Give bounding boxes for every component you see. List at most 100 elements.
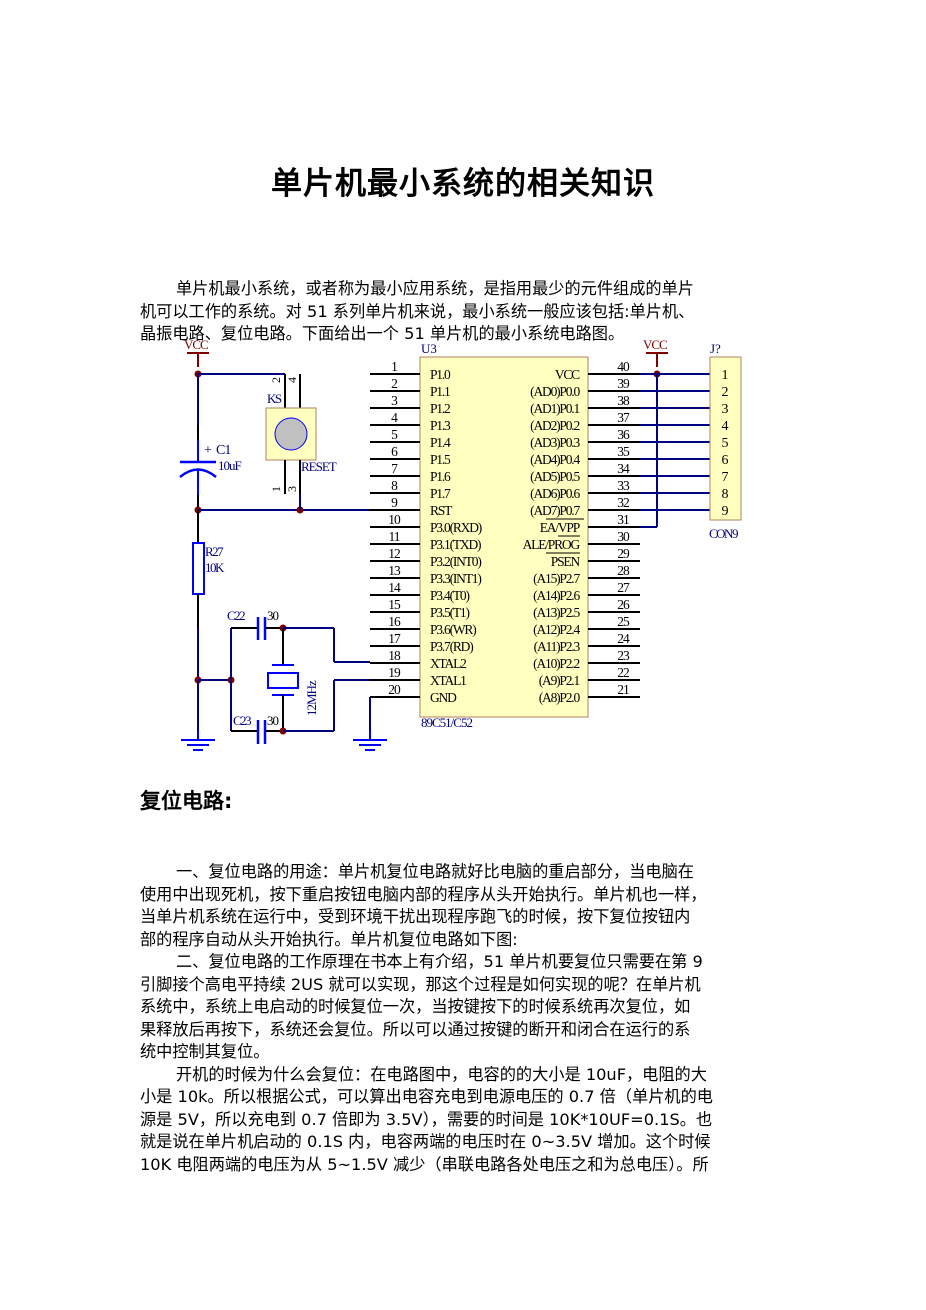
chip-part: 89C51/C52 bbox=[421, 715, 472, 730]
c1-polarity: + bbox=[204, 443, 212, 458]
pin-number: 3 bbox=[285, 486, 299, 492]
pin-number: 35 bbox=[617, 444, 630, 459]
pin-name: P1.2 bbox=[430, 401, 450, 416]
pin-name: (A11)P2.3 bbox=[534, 639, 581, 654]
pin-name: (AD2)P0.2 bbox=[530, 418, 579, 433]
pin-name: PSEN bbox=[551, 554, 581, 569]
pin-number: 4 bbox=[285, 377, 299, 383]
pin-number: 29 bbox=[617, 546, 630, 561]
pin-number: 7 bbox=[391, 461, 398, 476]
pin-number: 13 bbox=[388, 563, 401, 578]
pin-number: 8 bbox=[391, 478, 398, 493]
text-line: 源是 5V，所以充电到 0.7 倍即为 3.5V），需要的时间是 10K*10U… bbox=[140, 1109, 713, 1129]
text-line: 小是 10k。所以根据公式，可以算出电容充电到电源电压的 0.7 倍（单片机的电 bbox=[140, 1087, 713, 1106]
pin-name: P3.4(T0) bbox=[430, 588, 469, 603]
pin-name: VCC bbox=[555, 367, 580, 382]
text-line: 使用中出现死机，按下重启按钮电脑内部的程序从头开始执行。单片机也一样， bbox=[140, 884, 707, 904]
connector-pin-number: 5 bbox=[722, 436, 729, 451]
text-line: 部的程序自动从头开始执行。单片机复位电路如下图: bbox=[140, 929, 518, 949]
pin-name: P1.0 bbox=[430, 367, 451, 382]
pin-name: (A13)P2.5 bbox=[533, 605, 580, 620]
text-line: 二、复位电路的工作原理在书本上有介绍，51 单片机要复位只需要在第 9 bbox=[176, 952, 703, 971]
pin-number: 34 bbox=[617, 461, 630, 476]
pin-name: XTAL1 bbox=[430, 673, 466, 688]
pin-name: P3.2(INT0) bbox=[430, 554, 481, 569]
pin-number: 5 bbox=[391, 427, 398, 442]
pin-name: P1.7 bbox=[430, 486, 451, 501]
connector-pin-number: 8 bbox=[722, 487, 729, 502]
crystal-12mhz bbox=[267, 672, 299, 689]
pin-name: P1.6 bbox=[430, 469, 451, 484]
pin-name: P1.3 bbox=[430, 418, 451, 433]
pin-number: 36 bbox=[617, 427, 630, 442]
c22-ref: C22 bbox=[227, 608, 245, 623]
pin-number: 30 bbox=[617, 529, 630, 544]
text-line: 10K 电阻两端的电压为从 5~1.5V 减少（串联电路各处电压之和为总电压）。… bbox=[140, 1154, 709, 1174]
pin-number: 11 bbox=[389, 529, 400, 544]
connector-pin-number: 6 bbox=[722, 453, 729, 468]
pin-number: 9 bbox=[391, 495, 398, 510]
pin-name: GND bbox=[430, 690, 457, 705]
pin-name: EA/VPP bbox=[540, 520, 580, 535]
connector-pin-number: 4 bbox=[722, 419, 729, 434]
pin-number: 16 bbox=[388, 614, 401, 629]
pin-number: 40 bbox=[617, 359, 630, 374]
pin-number: 38 bbox=[617, 393, 630, 408]
connector-pin-number: 9 bbox=[722, 504, 729, 519]
pin-name: (A14)P2.6 bbox=[533, 588, 580, 603]
pin-number: 21 bbox=[617, 682, 629, 697]
reset-net-label: RESET bbox=[301, 459, 337, 474]
pin-number: 37 bbox=[617, 410, 630, 425]
pin-name: P3.6(WR) bbox=[430, 622, 476, 637]
pin-name: RST bbox=[430, 503, 453, 518]
connector-part: CON9 bbox=[709, 526, 738, 541]
pin-name: (A8)P2.0 bbox=[539, 690, 581, 705]
pin-number: 32 bbox=[617, 495, 629, 510]
pin-name: (AD3)P0.3 bbox=[530, 435, 580, 450]
pin-number: 24 bbox=[617, 631, 630, 646]
pin-name: P3.1(TXD) bbox=[430, 537, 481, 552]
c22-value: 30 bbox=[267, 608, 279, 623]
resistor-r27 bbox=[192, 542, 205, 595]
pin-number: 19 bbox=[388, 665, 401, 680]
r27-value: 10K bbox=[205, 560, 225, 575]
pin-name: (AD7)P0.7 bbox=[530, 503, 580, 518]
capacitor-c1 bbox=[179, 468, 217, 478]
pin-name: (A15)P2.7 bbox=[533, 571, 580, 586]
intro-paragraph: 单片机最小系统，或者称为最小应用系统，是指用最少的元件组成的单片机可以工作的系统… bbox=[140, 278, 780, 346]
vcc-label: VCC bbox=[184, 337, 208, 352]
pin-number: 27 bbox=[617, 580, 630, 595]
chip-ref: U3 bbox=[421, 341, 437, 356]
text-line: 引脚接个高电平持续 2US 就可以实现，那这个过程是如何实现的呢？在单片机 bbox=[140, 974, 701, 994]
pin-name: (AD5)P0.5 bbox=[530, 469, 580, 484]
pin-number: 20 bbox=[388, 682, 401, 697]
connector-pin-number: 2 bbox=[722, 385, 729, 400]
document-title: 单片机最小系统的相关知识 bbox=[271, 166, 655, 202]
pin-name: P1.5 bbox=[430, 452, 451, 467]
pin-name: (AD4)P0.4 bbox=[530, 452, 580, 467]
text-line: 果释放后再按下，系统还会复位。所以可以通过按键的断开和闭合在运行的系 bbox=[140, 1019, 691, 1039]
pin-name: ALE/PROG bbox=[523, 537, 581, 552]
c1-value: 10uF bbox=[218, 458, 242, 473]
text-line: 机可以工作的系统。对 51 系列单片机来说，最小系统一般应该包括:单片机、 bbox=[140, 301, 695, 321]
text-line: 一、复位电路的用途：单片机复位电路就好比电脑的重启部分，当电脑在 bbox=[176, 862, 694, 881]
pin-name: XTAL2 bbox=[430, 656, 466, 671]
pin-number: 23 bbox=[617, 648, 630, 663]
pin-name: (AD1)P0.1 bbox=[530, 401, 579, 416]
pin-name: (A10)P2.2 bbox=[533, 656, 579, 671]
pin-number: 26 bbox=[617, 597, 630, 612]
pin-number: 4 bbox=[391, 410, 398, 425]
pin-name: P3.5(T1) bbox=[430, 605, 469, 620]
pin-name: P3.3(INT1) bbox=[430, 571, 481, 586]
pin-number: 12 bbox=[388, 546, 400, 561]
pin-number: 10 bbox=[388, 512, 401, 527]
mcu-89c51 bbox=[419, 356, 589, 718]
r27-ref: R27 bbox=[205, 544, 224, 559]
text-line: 晶振电路、复位电路。下面给出一个 51 单片机的最小系统电路图。 bbox=[140, 324, 625, 343]
pin-number: 33 bbox=[617, 478, 630, 493]
text-line: 就是说在单片机启动的 0.1S 内，电容两端的电压时在 0~3.5V 增加。这个… bbox=[140, 1132, 711, 1151]
connector-pin-number: 1 bbox=[722, 368, 729, 383]
c23-ref: C23 bbox=[233, 713, 251, 728]
pin-number: 39 bbox=[617, 376, 630, 391]
